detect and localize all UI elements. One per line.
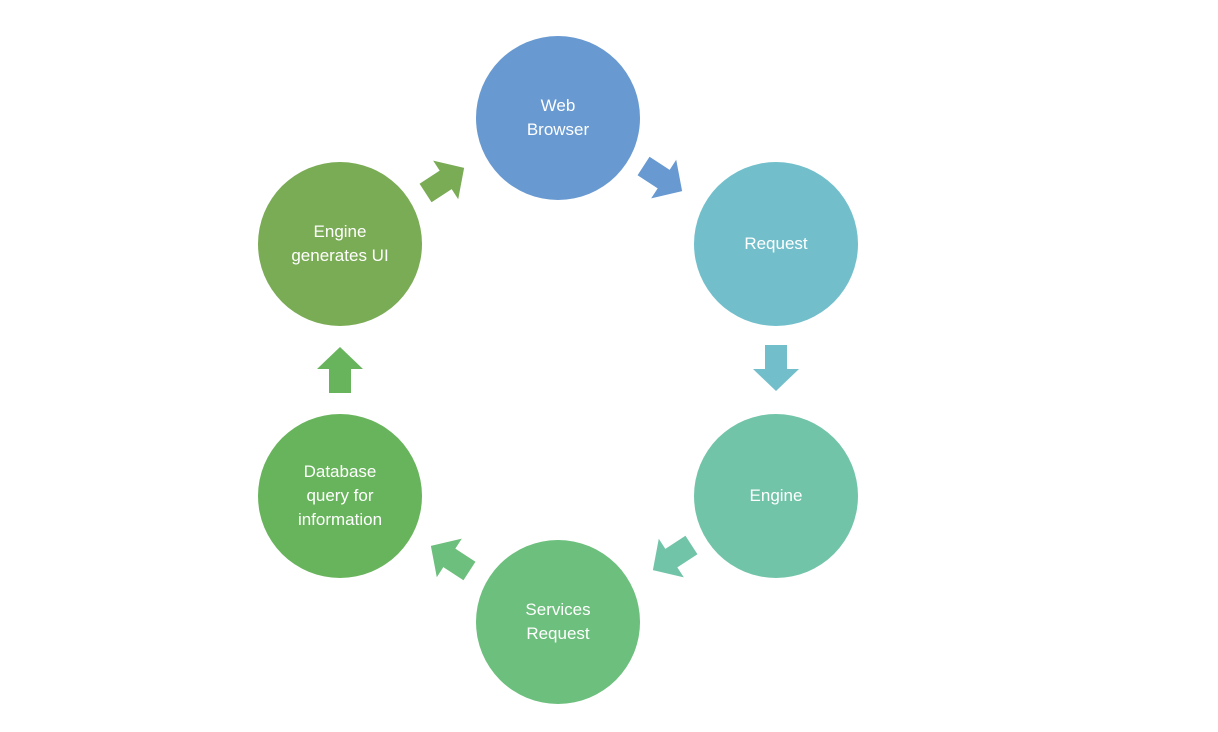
web-browser-node: Web Browser	[476, 36, 640, 200]
arrow-web-browser-to-request	[637, 156, 683, 199]
arrow-database-query-to-engine-generates-ui	[317, 347, 363, 393]
arrow-engine-to-services-request	[652, 535, 698, 578]
web-browser-label: Web Browser	[526, 96, 590, 139]
request-node: Request	[694, 162, 858, 326]
database-query-label: Database query for information	[297, 462, 383, 529]
arrow-request-to-engine	[753, 345, 799, 391]
arrow-services-request-to-database-query	[430, 538, 476, 581]
services-request-node: Services Request	[476, 540, 640, 704]
engine-node: Engine	[694, 414, 858, 578]
engine-generates-ui-label: Engine generates UI	[291, 222, 389, 265]
request-label: Request	[744, 234, 808, 253]
arrow-engine-generates-ui-to-web-browser	[419, 160, 465, 203]
engine-label: Engine	[749, 486, 803, 505]
engine-generates-ui-node: Engine generates UI	[258, 162, 422, 326]
services-request-label: Services Request	[525, 600, 591, 643]
database-query-node: Database query for information	[258, 414, 422, 578]
